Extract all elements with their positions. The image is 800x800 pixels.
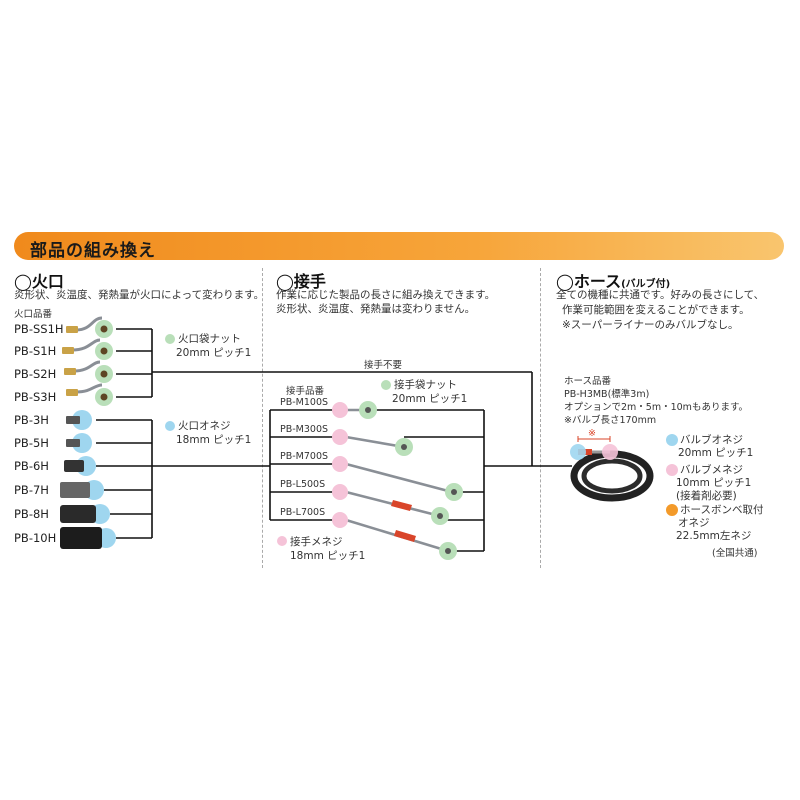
burner-nut-pitch: 20mm ピッチ1: [176, 347, 252, 359]
hose-dimension-mark: ※: [588, 428, 596, 439]
hose-option: オプションで2m・5m・10mもあります。: [564, 402, 748, 413]
burner-model: PB-S3H: [14, 390, 57, 404]
valve-female-thread: バルブメネジ: [680, 464, 743, 476]
joint-nut-spec: 接手袋ナット: [394, 379, 457, 391]
joint-model: PB-M100S: [280, 397, 329, 408]
burner-model: PB-7H: [14, 483, 49, 497]
section-hose-desc-3: ※スーパーライナーのみバルブなし。: [562, 319, 739, 331]
section-joint-title: ◯接手: [276, 272, 326, 291]
banner-title: 部品の組み換え: [30, 241, 156, 261]
joint-nut-pitch: 20mm ピッチ1: [392, 393, 468, 405]
joint-thread-pitch: 18mm ピッチ1: [290, 550, 366, 562]
valve-female-pitch: 10mm ピッチ1: [676, 477, 752, 489]
column-separator: [540, 268, 541, 568]
valve-male-thread: バルブオネジ: [680, 434, 743, 446]
section-banner: [14, 232, 784, 260]
section-burner-title: ◯火口: [14, 272, 64, 291]
hose-model: PB-H3MB(標準3m): [564, 389, 650, 400]
joint-model: PB-L500S: [280, 479, 326, 490]
burner-thread-pitch: 18mm ピッチ1: [176, 434, 252, 446]
burner-model: PB-SS1H: [14, 322, 64, 336]
hose-part-label: ホース品番: [564, 376, 612, 387]
section-hose-title: ◯ホース(バルブ付): [556, 268, 670, 292]
cylinder-mount-note: (全国共通): [712, 548, 758, 559]
joint-part-label: 接手品番: [286, 386, 325, 397]
section-hose-title-sub: (バルブ付): [621, 279, 671, 290]
cylinder-mount-label: ホースボンベ取付: [680, 504, 764, 516]
burner-model: PB-5H: [14, 436, 49, 450]
hose-valve-length: ※バルブ長さ170mm: [564, 415, 657, 426]
section-burner-desc: 炎形状、炎温度、発熱量が火口によって変わります。: [14, 289, 265, 301]
joint-thread-spec: 接手メネジ: [290, 536, 343, 548]
valve-male-pitch: 20mm ピッチ1: [678, 447, 754, 459]
burner-model: PB-S1H: [14, 344, 57, 358]
burner-model: PB-10H: [14, 531, 57, 545]
joint-model: PB-M700S: [280, 451, 329, 462]
burner-thread-spec: 火口オネジ: [178, 420, 231, 432]
burner-nut-spec: 火口袋ナット: [178, 333, 241, 345]
section-hose-desc-1: 全ての機種に共通です。好みの長さにして、: [556, 289, 765, 301]
burner-model: PB-6H: [14, 459, 49, 473]
burner-model: PB-8H: [14, 507, 49, 521]
joint-model: PB-M300S: [280, 424, 329, 435]
burner-model: PB-S2H: [14, 367, 57, 381]
section-hose-desc-2: 作業可能範囲を変えることができます。: [562, 304, 750, 316]
valve-female-note: (接着剤必要): [676, 490, 737, 502]
section-joint-desc-1: 作業に応じた製品の長さに組み換えできます。: [276, 289, 496, 301]
section-hose-title-main: ◯ホース: [556, 272, 622, 291]
cylinder-mount-thread: オネジ: [678, 517, 710, 529]
burner-part-label: 火口品番: [14, 309, 53, 320]
joint-model: PB-L700S: [280, 507, 326, 518]
column-separator: [262, 268, 263, 568]
burner-model: PB-3H: [14, 413, 49, 427]
no-joint-label: 接手不要: [364, 360, 403, 371]
section-joint-desc-2: 炎形状、炎温度、発熱量は変わりません。: [276, 303, 476, 315]
cylinder-mount-spec: 22.5mm左ネジ: [676, 530, 752, 542]
